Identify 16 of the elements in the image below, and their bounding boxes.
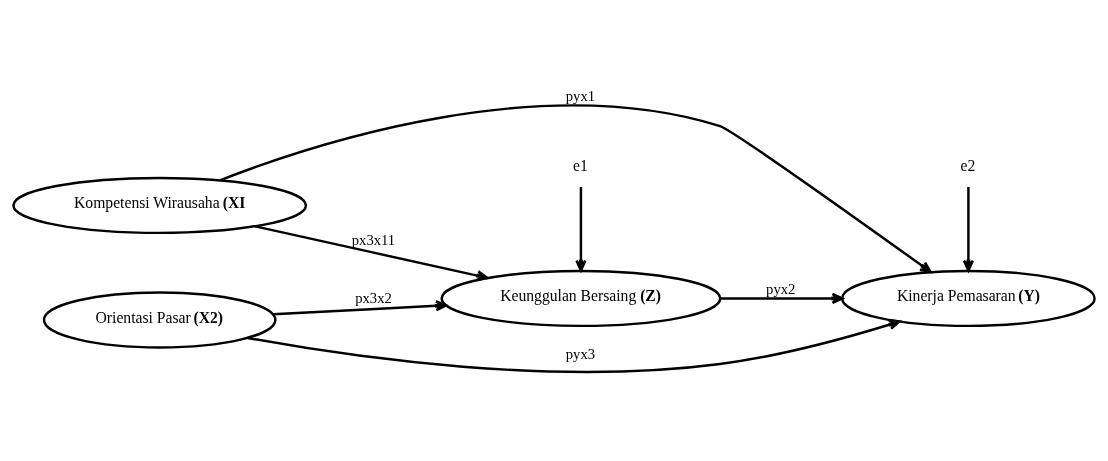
edge-label: pyx3 <box>565 346 596 363</box>
arrow <box>255 225 489 282</box>
node-text: e2 <box>960 156 976 174</box>
arrow <box>220 104 932 274</box>
arrow <box>575 187 587 272</box>
arrow <box>962 187 975 272</box>
arrow <box>720 292 844 305</box>
arrow <box>272 300 448 316</box>
node-text: e1 <box>573 156 588 174</box>
arrow <box>247 319 901 374</box>
edge-label: px3x11 <box>351 231 396 248</box>
edge-label: pyx1 <box>565 87 596 104</box>
node-ellipse: Kompetensi Wirausaha (XI <box>12 176 308 235</box>
node-ellipse: Orientasi Pasar (X2) <box>42 291 277 349</box>
edge-label: pyx2 <box>766 280 796 297</box>
edge-label: px3x2 <box>355 290 392 307</box>
